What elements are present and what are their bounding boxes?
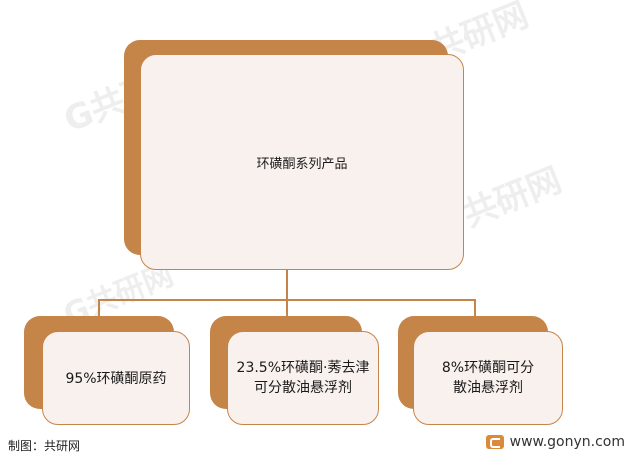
footer-site: www.gonyn.com bbox=[485, 434, 625, 450]
connector-middle-down bbox=[286, 299, 288, 316]
gonyn-logo-icon bbox=[485, 435, 504, 449]
child-node-3: 8%环磺酮可分散油悬浮剂 bbox=[413, 331, 563, 425]
root-node-label: 环磺酮系列产品 bbox=[256, 156, 348, 172]
child-node-1: 95%环磺酮原药 bbox=[42, 331, 190, 425]
footer-site-url: www.gonyn.com bbox=[509, 434, 625, 450]
child-node-2: 23.5%环磺酮·莠去津可分散油悬浮剂 bbox=[227, 331, 379, 425]
root-node: 环磺酮系列产品 bbox=[140, 54, 464, 270]
child-node-label: 95%环磺酮原药 bbox=[65, 371, 167, 387]
connector-root-down bbox=[286, 270, 288, 300]
connector-right-down bbox=[474, 299, 476, 316]
watermark: 共研网 bbox=[457, 160, 568, 236]
child-node-label: 23.5%环磺酮·莠去津可分散油悬浮剂 bbox=[236, 360, 370, 396]
connector-left-down bbox=[98, 299, 100, 316]
footer-credit: 制图：共研网 bbox=[8, 439, 81, 453]
child-node-label: 8%环磺酮可分散油悬浮剂 bbox=[441, 360, 535, 396]
